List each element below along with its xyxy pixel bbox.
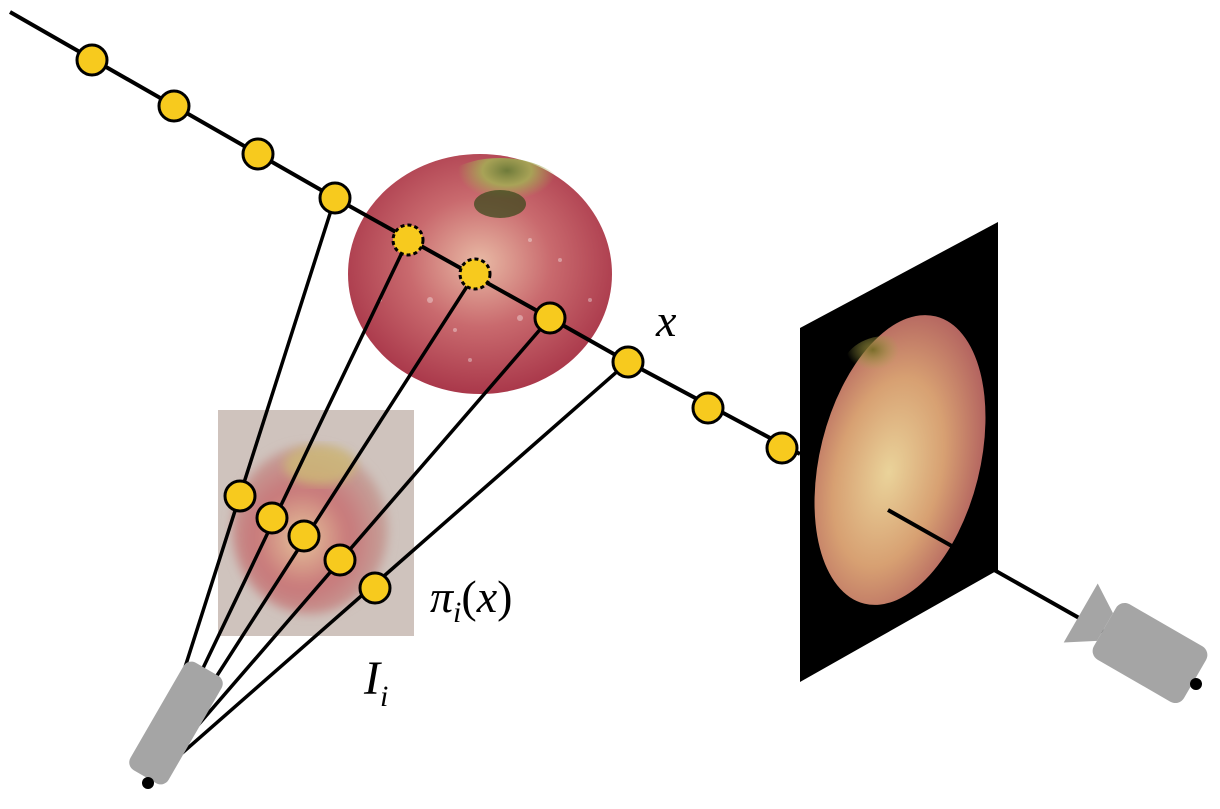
projection-label: πi(x): [430, 571, 512, 629]
projection-symbol: π: [430, 571, 455, 622]
image-symbol: I: [363, 652, 382, 705]
camera-icon: [129, 661, 223, 789]
point-label: x: [655, 295, 677, 346]
projection-arg: x: [476, 571, 498, 622]
projection-open: (: [461, 571, 476, 622]
image-subscript: i: [380, 680, 388, 713]
projection-close: ): [497, 571, 512, 622]
projection-subscript: i: [453, 596, 461, 629]
ray-sample-points: [75, 43, 799, 465]
projected-points: [223, 479, 392, 605]
image-label: Ii: [363, 652, 388, 713]
video-camera-icon: [1063, 583, 1208, 704]
rendered-image-plane: [800, 222, 998, 682]
occluded-sample-points: [391, 223, 492, 291]
